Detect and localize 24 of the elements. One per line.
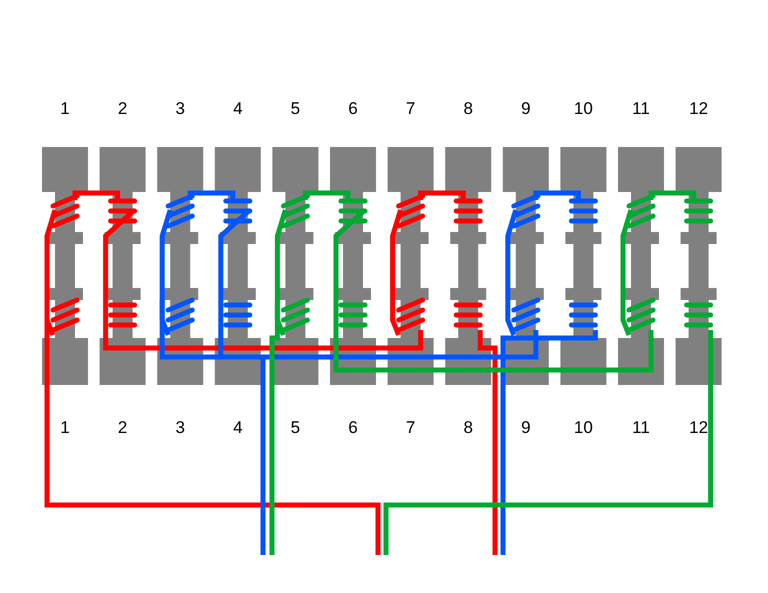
slot-number: 5 xyxy=(290,99,302,119)
slot-number: 2 xyxy=(116,418,128,438)
slot-number: 5 xyxy=(290,418,302,438)
slot-number: 6 xyxy=(347,99,359,119)
slot-number: 7 xyxy=(404,99,416,119)
slot-number: 4 xyxy=(232,418,244,438)
slot-number: 10 xyxy=(572,418,594,438)
slot-number: 12 xyxy=(688,418,710,438)
slot-number: 10 xyxy=(572,99,594,119)
slot-number: 1 xyxy=(59,418,71,438)
slot-number: 8 xyxy=(462,99,474,119)
slot-number: 7 xyxy=(404,418,416,438)
slot-number: 2 xyxy=(116,99,128,119)
slot-number: 4 xyxy=(232,99,244,119)
slot-number: 3 xyxy=(174,99,186,119)
slot-number: 3 xyxy=(174,418,186,438)
slot-number: 9 xyxy=(520,418,532,438)
slot-number: 6 xyxy=(347,418,359,438)
slot-number: 8 xyxy=(462,418,474,438)
slot-number: 9 xyxy=(520,99,532,119)
slot-number: 1 xyxy=(59,99,71,119)
slot-number: 12 xyxy=(688,99,710,119)
slot-number: 11 xyxy=(631,99,651,119)
slot-number: 11 xyxy=(631,418,651,438)
